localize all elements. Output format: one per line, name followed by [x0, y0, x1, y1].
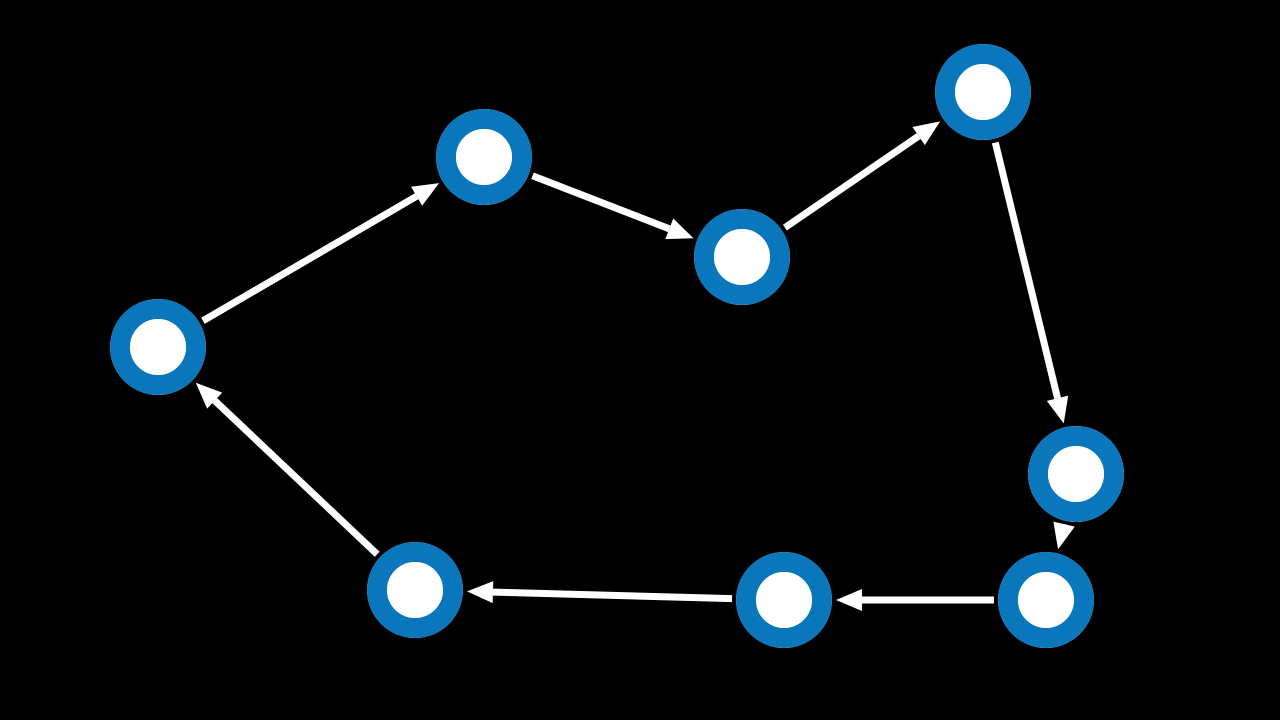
- edge-arrowhead-icon: [1053, 521, 1075, 550]
- graph-edge[interactable]: [531, 172, 694, 240]
- edge-arrowhead-icon: [665, 218, 694, 240]
- edge-arrowhead-icon: [912, 121, 941, 146]
- node-inner-disc: [714, 229, 770, 285]
- node-ring: [736, 552, 832, 648]
- node-inner-disc: [387, 562, 443, 618]
- edge-shaft: [531, 172, 671, 233]
- node-inner-disc: [1018, 572, 1074, 628]
- node-ring: [436, 109, 532, 205]
- graph-node[interactable]: [736, 552, 832, 648]
- node-ring: [367, 542, 463, 638]
- edge-shaft: [201, 193, 419, 324]
- node-ring: [935, 44, 1031, 140]
- graph-node[interactable]: [694, 209, 790, 305]
- edge-shaft: [782, 133, 921, 231]
- edge-shaft: [212, 398, 380, 557]
- graph-node[interactable]: [935, 44, 1031, 140]
- graph-edge[interactable]: [836, 589, 994, 611]
- graph-edge[interactable]: [195, 382, 380, 557]
- graph-edge[interactable]: [782, 121, 941, 231]
- node-inner-disc: [756, 572, 812, 628]
- node-inner-disc: [456, 129, 512, 185]
- node-inner-disc: [1048, 446, 1104, 502]
- nodes-layer: [110, 44, 1124, 648]
- node-inner-disc: [955, 64, 1011, 120]
- graph-edge[interactable]: [991, 141, 1069, 424]
- graph-edge[interactable]: [466, 581, 733, 604]
- edge-arrowhead-icon: [1046, 395, 1069, 424]
- node-ring: [1028, 426, 1124, 522]
- graph-node[interactable]: [1028, 426, 1124, 522]
- graph-edge[interactable]: [201, 183, 440, 324]
- edges-layer: [195, 121, 1075, 611]
- node-ring: [998, 552, 1094, 648]
- edge-shaft: [991, 141, 1061, 400]
- node-ring: [694, 209, 790, 305]
- graph-node[interactable]: [998, 552, 1094, 648]
- graph-edge[interactable]: [1053, 521, 1075, 550]
- graph-node[interactable]: [110, 299, 206, 395]
- edge-arrowhead-icon: [195, 382, 223, 409]
- graph-node[interactable]: [436, 109, 532, 205]
- edge-arrowhead-icon: [836, 589, 862, 611]
- node-ring: [110, 299, 206, 395]
- edge-arrowhead-icon: [466, 581, 494, 604]
- node-inner-disc: [130, 319, 186, 375]
- edge-arrowhead-icon: [411, 183, 440, 206]
- graph-node[interactable]: [367, 542, 463, 638]
- edge-shaft: [492, 588, 733, 603]
